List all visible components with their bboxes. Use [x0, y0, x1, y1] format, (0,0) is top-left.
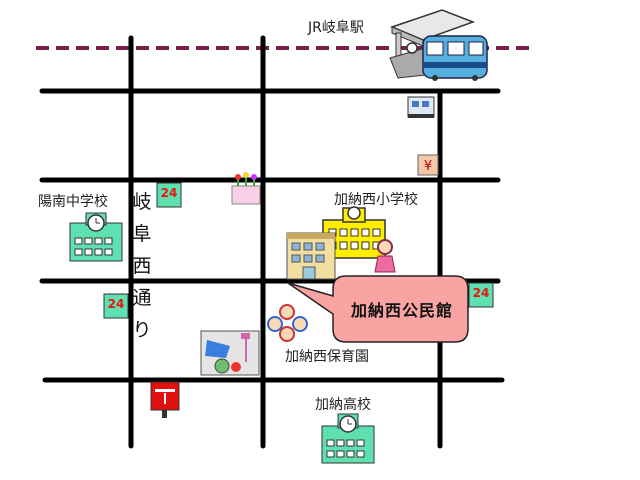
- school-building-icon: [321, 413, 375, 464]
- street-label: 岐阜西通り: [132, 191, 152, 341]
- convenience-store-24h-icon: 24: [468, 282, 494, 308]
- community-center-label: 加納西公民館: [350, 301, 453, 320]
- highschool-label: 加納高校: [315, 397, 371, 413]
- flower-shop-icon: [231, 172, 261, 205]
- station-label: JR岐阜駅: [308, 20, 364, 36]
- nursery-label: 加納西保育園: [285, 349, 369, 365]
- children-ring-icon: [267, 304, 308, 342]
- train-station-icon: [389, 9, 488, 81]
- elementary-label: 加納西小学校: [334, 192, 418, 208]
- apartment-building-icon: [286, 232, 336, 280]
- callout-bubble: [287, 275, 469, 343]
- convenience-store-24h-icon: 24: [103, 293, 129, 319]
- store-24h-label: 24: [473, 286, 490, 300]
- store-24h-label: 24: [108, 297, 125, 311]
- convenience-store-24h-icon: 24: [156, 182, 182, 208]
- clinic-icon: [407, 96, 435, 118]
- store-24h-label: 24: [161, 186, 178, 200]
- road-grid: [39, 35, 505, 449]
- svg-text:¥: ¥: [424, 159, 432, 174]
- laundry-shop-icon: [200, 330, 260, 376]
- jhs-label: 陽南中学校: [38, 194, 108, 210]
- school-building-icon: [69, 212, 123, 262]
- bank-yen-icon: ¥: [417, 154, 439, 176]
- post-box-icon: [150, 381, 180, 418]
- girl-figure-icon: [374, 239, 396, 273]
